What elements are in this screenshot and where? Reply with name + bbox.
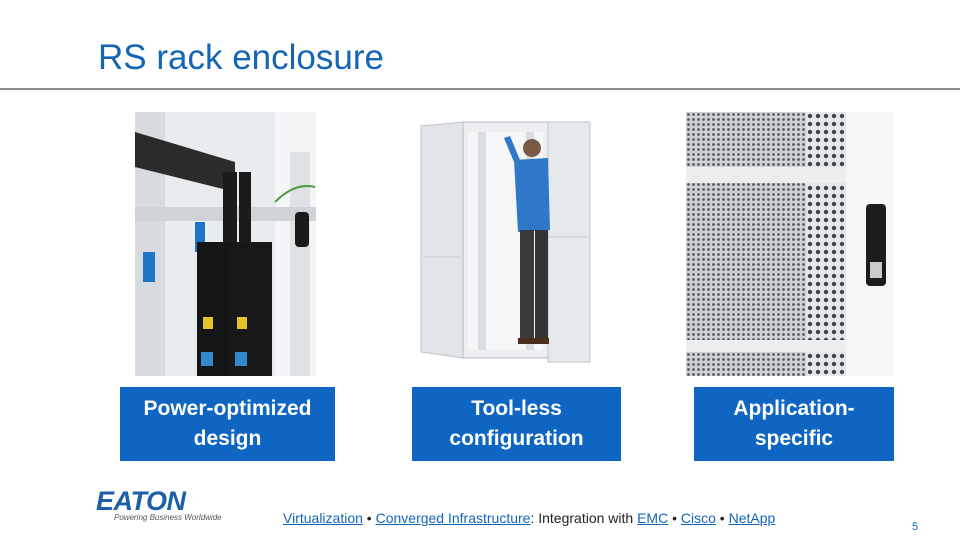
cisco-link[interactable]: Cisco	[680, 510, 716, 526]
feature-label-line2: design	[193, 427, 262, 450]
page-number: 5	[912, 521, 919, 533]
perforated-door-photo	[686, 112, 894, 376]
feature-label-line1: Power-optimized	[143, 397, 312, 420]
title-divider	[0, 88, 960, 90]
netapp-link[interactable]: NetApp	[728, 510, 776, 526]
footer-separator: •	[715, 510, 729, 526]
converged-infrastructure-link[interactable]: Converged Infrastructure	[375, 510, 531, 526]
rack-technician-photo	[418, 112, 592, 376]
footer-links: Virtualization • Converged Infrastructur…	[283, 510, 775, 526]
slide-title: RS rack enclosure	[98, 38, 384, 77]
virtualization-link[interactable]: Virtualization	[283, 510, 363, 526]
feature-label-line1: Tool-less	[471, 397, 562, 420]
footer-separator: •	[668, 510, 681, 526]
footer-integration-text: : Integration with	[530, 510, 638, 526]
eaton-logo: EATON Powering Business Worldwide	[96, 486, 222, 526]
emc-link[interactable]: EMC	[637, 510, 669, 526]
logo-tagline: Powering Business Worldwide	[114, 513, 222, 522]
logo-wordmark: EATON	[96, 486, 186, 516]
feature-label-line1: Application-	[733, 397, 855, 420]
footer-separator: •	[362, 510, 376, 526]
feature-application-specific: Application-specific	[694, 387, 894, 461]
feature-tool-less: Tool-less configuration	[412, 387, 621, 461]
feature-power-optimized: Power-optimized design	[120, 387, 335, 461]
feature-label-line2: configuration	[449, 427, 584, 450]
feature-label-line2: specific	[754, 427, 834, 450]
power-pdu-photo	[135, 112, 316, 376]
